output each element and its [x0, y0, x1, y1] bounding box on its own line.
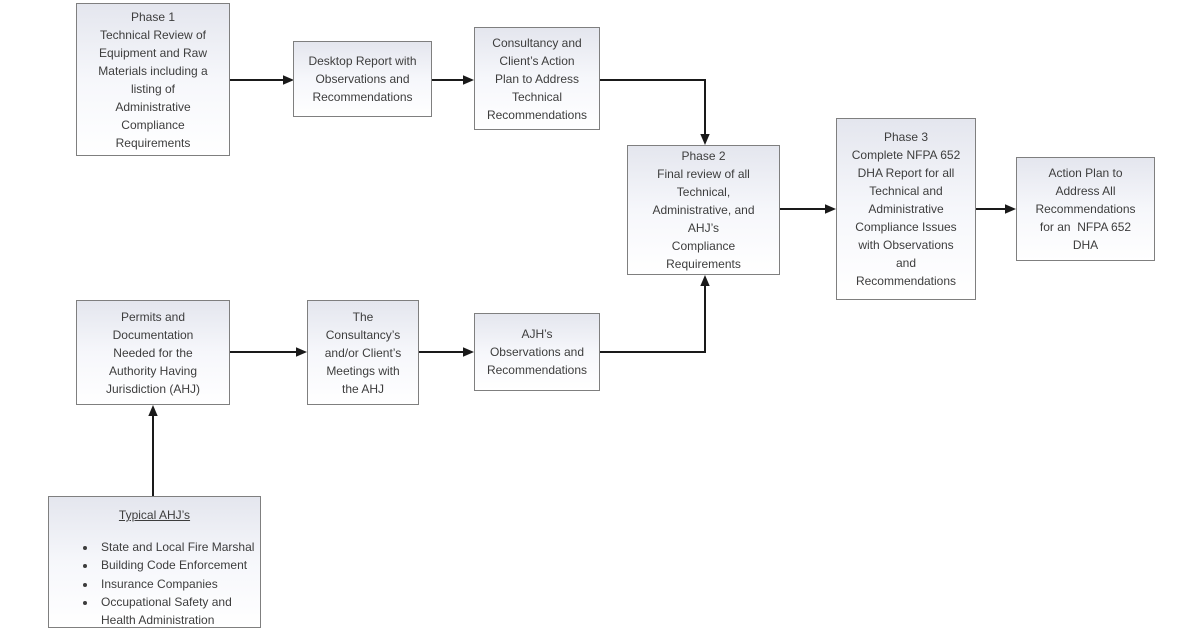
list-item: Insurance Companies — [97, 576, 256, 593]
meetings-box: The Consultancy’s and/or Client’s Meetin… — [307, 300, 419, 405]
arrow-phase1-to-desktop-report — [230, 75, 294, 85]
list-item: Occupational Safety and Health Administr… — [97, 594, 256, 629]
arrow-shaft — [600, 79, 706, 135]
arrow-head — [700, 134, 710, 145]
phase3-box: Phase 3 Complete NFPA 652 DHA Report for… — [836, 118, 976, 300]
arrow-consultancy-plan-to-phase2 — [600, 79, 710, 145]
arrow-head — [296, 347, 307, 357]
arrow-phase2-to-phase3 — [780, 204, 836, 214]
arrow-head — [463, 347, 474, 357]
arrow-head — [463, 75, 474, 85]
arrow-head — [1005, 204, 1016, 214]
action-plan-box: Action Plan to Address All Recommendatio… — [1016, 157, 1155, 261]
arrow-ajh-observations-to-phase2 — [600, 275, 710, 353]
arrow-head — [148, 405, 158, 416]
arrow-head — [700, 275, 710, 286]
arrow-desktop-report-to-consultancy-plan — [432, 75, 474, 85]
arrow-head — [825, 204, 836, 214]
phase1-box: Phase 1 Technical Review of Equipment an… — [76, 3, 230, 156]
desktop-report-box: Desktop Report with Observations and Rec… — [293, 41, 432, 117]
arrow-head — [283, 75, 294, 85]
consultancy-action-plan-box: Consultancy and Client’s Action Plan to … — [474, 27, 600, 130]
list-item: Building Code Enforcement — [97, 557, 256, 574]
ajh-observations-box: AJH’s Observations and Recommendations — [474, 313, 600, 391]
arrow-typical-ahjs-to-permits — [148, 405, 158, 496]
typical-ahjs-title: Typical AHJ’s — [118, 508, 191, 522]
list-item: State and Local Fire Marshal — [97, 539, 256, 556]
permits-box: Permits and Documentation Needed for the… — [76, 300, 230, 405]
typical-ahjs-box: Typical AHJ’s State and Local Fire Marsh… — [48, 496, 261, 628]
arrow-shaft — [600, 285, 706, 353]
typical-ahjs-list: State and Local Fire Marshal Building Co… — [53, 539, 256, 629]
arrow-phase3-to-action-plan — [976, 204, 1016, 214]
arrow-permits-to-meetings — [230, 347, 307, 357]
arrow-meetings-to-ajh-observations — [418, 347, 474, 357]
phase2-box: Phase 2 Final review of all Technical, A… — [627, 145, 780, 275]
